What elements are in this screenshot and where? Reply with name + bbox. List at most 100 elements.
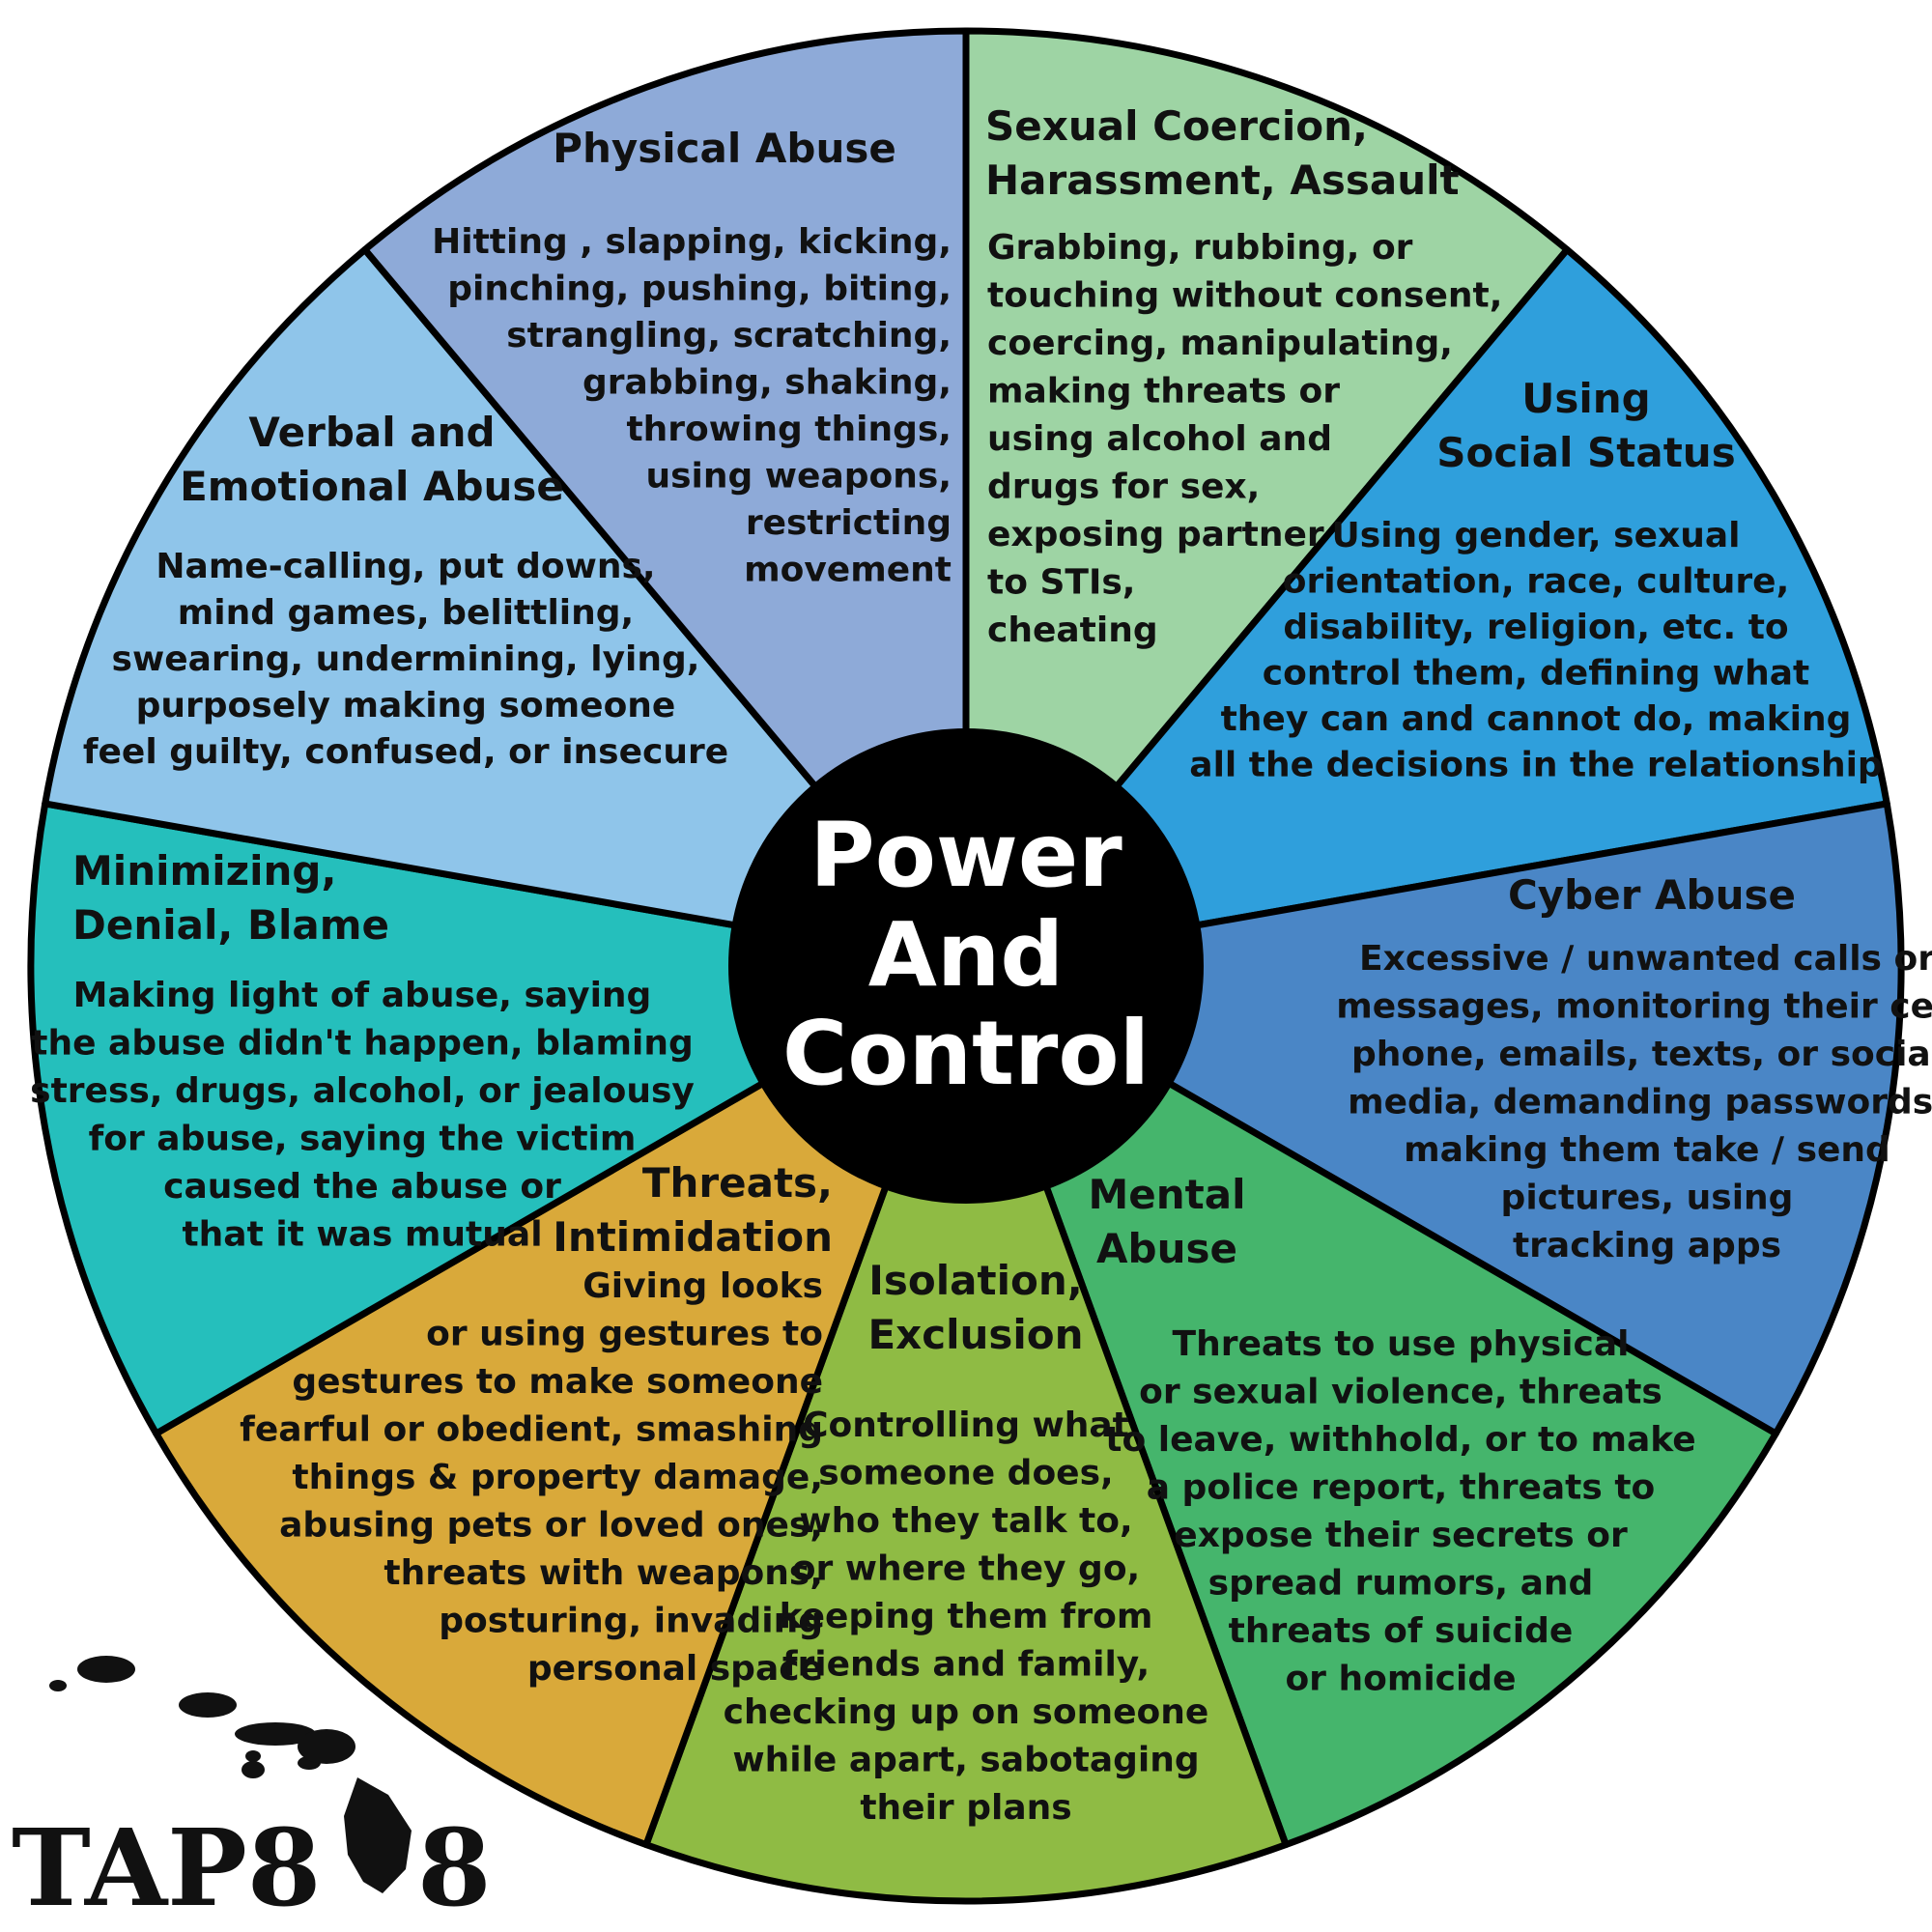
segment-body-line: Threats to use physical: [1173, 1324, 1630, 1364]
segment-body-line: someone does,: [818, 1454, 1113, 1493]
segment-title: Social Status: [1436, 429, 1735, 476]
segment-body-line: grabbing, shaking,: [582, 363, 952, 403]
segment-body-line: disability, religion, etc. to: [1283, 608, 1788, 647]
segment-title: Abuse: [1096, 1225, 1237, 1272]
segment-body-line: making them take / send: [1404, 1130, 1890, 1170]
segment-title: Physical Abuse: [553, 125, 896, 172]
segment-body-line: all the decisions in the relationship: [1189, 746, 1882, 785]
segment-body-line: while apart, sabotaging: [732, 1741, 1199, 1780]
segment-body-line: Name-calling, put downs,: [156, 547, 655, 586]
segment-body-line: or using gestures to: [426, 1315, 823, 1354]
wedge-physical-abuse: [962, 27, 1571, 970]
segment-body-line: for abuse, saying the victim: [89, 1120, 637, 1159]
segment-body-line: to STIs,: [987, 563, 1135, 603]
segment-body-line: Using gender, sexual: [1332, 516, 1741, 555]
segment-body-line: fearful or obedient, smashing: [240, 1410, 823, 1450]
segment-title: Denial, Blame: [72, 901, 389, 949]
segment-body-line: cheating: [987, 611, 1158, 650]
segment-body-line: expose their secrets or: [1174, 1516, 1628, 1555]
segment-body-line: phone, emails, texts, or social: [1351, 1035, 1932, 1074]
segment-body-line: who they talk to,: [799, 1501, 1132, 1541]
segment-body-line: they can and cannot do, making: [1221, 699, 1852, 739]
segment-body-line: Giving looks: [582, 1266, 823, 1306]
segment-body-line: their plans: [860, 1788, 1071, 1828]
segment-title: Mental: [1089, 1171, 1246, 1218]
segment-title: Cyber Abuse: [1508, 871, 1796, 919]
segment-body-line: swearing, undermining, lying,: [112, 639, 700, 679]
segment-body-line: touching without consent,: [987, 276, 1502, 316]
brand-logo: TAP8 8: [12, 1656, 492, 1930]
segment-body-line: throwing things,: [626, 410, 952, 449]
segment-body-line: pictures, using: [1501, 1179, 1794, 1218]
segment-title: Using: [1521, 375, 1650, 422]
segment-body-line: caused the abuse or: [163, 1167, 561, 1207]
segment-body-line: control them, defining what: [1263, 654, 1809, 694]
segment-body-line: Making light of abuse, saying: [73, 976, 652, 1015]
segment-body-line: spread rumors, and: [1208, 1564, 1594, 1604]
segment-body-line: using alcohol and: [987, 419, 1332, 459]
brand-text-right: 8: [417, 1805, 492, 1930]
segment-body-line: Hitting , slapping, kicking,: [432, 222, 952, 262]
segment-body-line: Controlling what: [803, 1406, 1129, 1445]
segment-body-line: making threats or: [987, 372, 1340, 412]
center-title-line-1: Power: [810, 804, 1122, 907]
segment-title: Exclusion: [867, 1311, 1083, 1358]
segment-title: Intimidation: [553, 1213, 833, 1261]
segment-body-line: posturing, invading: [439, 1602, 823, 1641]
segment-body-line: friends and family,: [782, 1645, 1150, 1685]
segment-title: Isolation,: [868, 1257, 1082, 1304]
segment-body-line: threats of suicide: [1229, 1611, 1574, 1651]
segment-body-line: movement: [744, 551, 952, 590]
segment-body-line: personal space: [527, 1649, 823, 1689]
segment-body-line: things & property damage,: [292, 1458, 823, 1497]
segment-body-line: exposing partner: [987, 515, 1324, 554]
segment-body-line: that it was mutual: [182, 1215, 542, 1255]
segment-title: Sexual Coercion,: [985, 102, 1368, 150]
segment-body-line: orientation, race, culture,: [1283, 562, 1790, 602]
segment-title: Minimizing,: [72, 847, 336, 895]
segment-body-line: or sexual violence, threats: [1139, 1373, 1662, 1412]
segment-body-line: strangling, scratching,: [506, 316, 952, 355]
center-circle: [728, 728, 1204, 1204]
wedge-isolation: [153, 962, 970, 1849]
center-title-line-2: And: [868, 903, 1065, 1007]
wedge-minimizing: [42, 245, 970, 970]
center-title-line-3: Control: [782, 1002, 1150, 1105]
segment-body-line: using weapons,: [645, 457, 952, 497]
segment-body-line: or homicide: [1285, 1660, 1516, 1699]
segment-body-line: pinching, pushing, biting,: [447, 270, 952, 309]
segment-body-line: media, demanding passwords,: [1348, 1083, 1932, 1122]
segment-body-line: the abuse didn't happen, blaming: [31, 1024, 694, 1064]
segment-body-line: mind games, belittling,: [178, 593, 634, 633]
segment-title: Harassment, Assault: [985, 156, 1460, 204]
segment-body-line: stress, drugs, alcohol, or jealousy: [30, 1071, 695, 1111]
segment-body-line: messages, monitoring their cell: [1336, 987, 1932, 1027]
segment-body-line: tracking apps: [1513, 1226, 1781, 1265]
center-hub: Power And Control: [728, 728, 1204, 1204]
segment-title: Threats,: [642, 1159, 833, 1207]
segment-body-line: Grabbing, rubbing, or: [987, 228, 1413, 268]
segment-body-line: purposely making someone: [136, 686, 676, 725]
segment-body-line: to leave, withhold, or to make: [1105, 1420, 1695, 1460]
segment-body-line: gestures to make someone: [292, 1362, 823, 1402]
segment-body-line: a police report, threats to: [1147, 1468, 1656, 1508]
segment-body-line: or where they go,: [792, 1549, 1140, 1589]
segment-body-line: restricting: [746, 503, 952, 543]
segment-body-line: feel guilty, confused, or insecure: [83, 732, 728, 772]
wedge-sexual-coercion: [962, 245, 1890, 970]
hawaii-islands-icon: [49, 1656, 412, 1893]
wedge-verbal-emotional: [361, 27, 970, 970]
brand-text-left: TAP8: [12, 1805, 321, 1930]
segment-body-line: coercing, manipulating,: [987, 324, 1453, 363]
segment-body-line: abusing pets or loved ones,: [279, 1506, 823, 1546]
